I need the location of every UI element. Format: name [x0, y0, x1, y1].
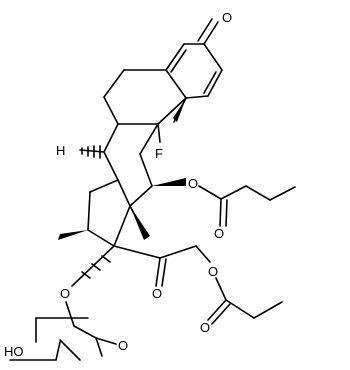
butyrate-chain-3 — [269, 186, 296, 201]
hydrogen-atom: H — [56, 143, 65, 158]
ester17-chain-2 — [73, 325, 97, 339]
ester17-chain-1 — [65, 301, 75, 327]
ester17-chain-3 — [95, 337, 117, 345]
ester21-carbonyl-oxygen: O — [200, 320, 210, 335]
c20-co-2 — [161, 258, 167, 287]
methyl-c10 — [173, 97, 187, 123]
ketone-bond — [203, 21, 219, 45]
ring-d — [87, 179, 131, 247]
ester11-o-c — [198, 185, 222, 200]
ester21-o-c — [215, 277, 227, 301]
hydroxyl-group: HO — [4, 344, 24, 359]
butyrate-chain-1 — [220, 185, 247, 200]
c21-o — [195, 245, 211, 263]
ketone-bond-2 — [197, 18, 213, 42]
ring-c — [103, 123, 159, 207]
ester21-oxygen: O — [208, 264, 218, 279]
ester21-co-2 — [211, 303, 231, 325]
ring-b — [103, 69, 187, 125]
c17-hash-bond — [71, 245, 115, 287]
ester17-chain-9 — [55, 341, 61, 361]
ketone-oxygen: O — [222, 10, 232, 25]
c20-co — [155, 257, 161, 287]
ester17-chain-7 — [59, 339, 81, 361]
ester11-co — [219, 198, 222, 227]
ester11-wedge — [152, 178, 186, 186]
ester11-oxygen: O — [188, 176, 198, 191]
butyrate-chain-2 — [245, 185, 271, 201]
c20-c21 — [159, 245, 197, 259]
propionate21-chain-1 — [225, 299, 255, 319]
ring-a — [165, 43, 223, 99]
propionate21-chain-2 — [253, 301, 283, 319]
h-hash-bond — [79, 145, 105, 159]
ester21-co — [207, 299, 227, 321]
ketone20-oxygen: O — [152, 286, 162, 301]
ester11-co-2 — [225, 199, 228, 227]
ester17-oxygen: O — [60, 286, 70, 301]
c17-c20-bond — [113, 245, 161, 259]
methyl-wedge-c13 — [130, 206, 150, 240]
fluorine-atom: F — [155, 146, 163, 161]
fluorine-bond — [157, 123, 161, 143]
methyl-wedge-c16 — [58, 230, 88, 240]
propanoate-carbonyl-oxygen: O — [118, 338, 128, 353]
ester11-carbonyl-oxygen: O — [214, 226, 224, 241]
ester17-chain-4 — [95, 337, 103, 357]
